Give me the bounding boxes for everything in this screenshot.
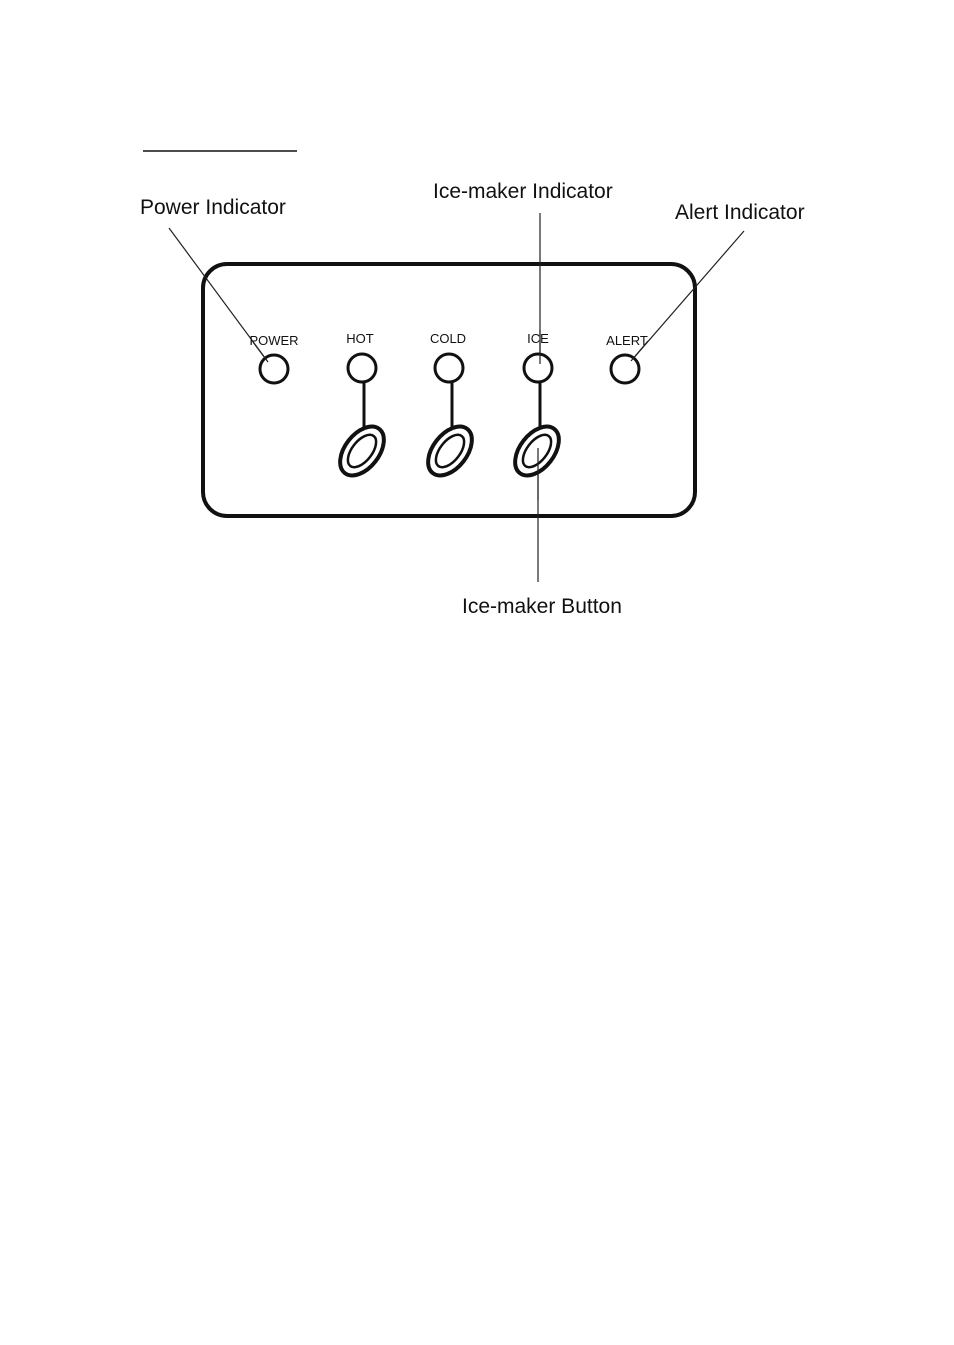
cold-indicator-light: [435, 354, 463, 382]
ice-maker-button[interactable]: [506, 418, 567, 483]
alert-label: ALERT: [606, 333, 648, 348]
hot-indicator-light: [348, 354, 376, 382]
alert-indicator-light: [611, 355, 639, 383]
ice-maker-button-callout: Ice-maker Button: [462, 595, 622, 618]
cold-label: COLD: [430, 331, 466, 346]
alert-indicator-callout: Alert Indicator: [675, 201, 805, 224]
power-label: POWER: [249, 333, 298, 348]
ice-indicator-light: [524, 354, 552, 382]
ice-label: ICE: [527, 331, 549, 346]
cold-button[interactable]: [419, 418, 480, 483]
hot-button[interactable]: [331, 418, 392, 483]
control-panel: [203, 264, 695, 516]
ice-maker-indicator-callout: Ice-maker Indicator: [433, 180, 613, 203]
power-indicator-light: [260, 355, 288, 383]
hot-label: HOT: [346, 331, 374, 346]
power-indicator-callout: Power Indicator: [140, 196, 286, 219]
